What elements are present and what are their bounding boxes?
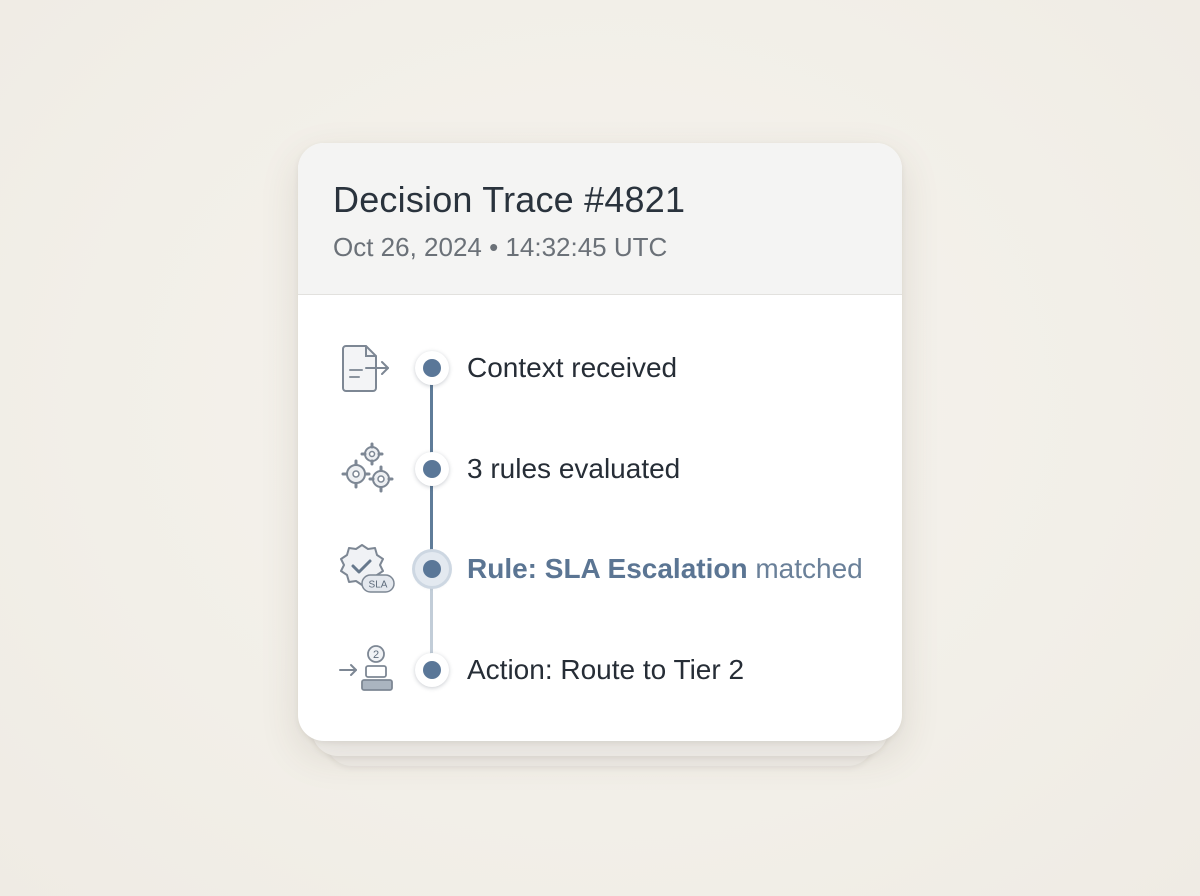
decision-trace-card[interactable]: Decision Trace #4821 Oct 26, 2024 • 14:3… xyxy=(298,143,902,741)
card-header: Decision Trace #4821 Oct 26, 2024 • 14:3… xyxy=(298,143,902,295)
gears-icon xyxy=(341,442,394,493)
route-tier-icon: 2 xyxy=(339,645,393,691)
matched-suffix: matched xyxy=(747,553,863,584)
timeline-step-context-received[interactable]: Context received xyxy=(298,338,902,398)
document-arrow-icon xyxy=(342,345,389,392)
timeline-step-action[interactable]: 2 Action: Route to Tier 2 xyxy=(298,640,902,700)
step-label: Action: Route to Tier 2 xyxy=(467,654,745,685)
timeline: Context received xyxy=(298,143,902,741)
step-label: 3 rules evaluated xyxy=(467,453,681,484)
timeline-node-active xyxy=(415,552,449,586)
timeline-node xyxy=(415,452,449,486)
timeline-node xyxy=(415,653,449,687)
matched-rule-name: Rule: SLA Escalation xyxy=(467,553,748,584)
timeline-step-rules-evaluated[interactable]: 3 rules evaluated xyxy=(298,439,902,499)
step-label: Rule: SLA Escalation matched xyxy=(467,551,863,587)
trace-title: Decision Trace #4821 xyxy=(333,179,686,220)
step-label: Context received xyxy=(467,352,678,383)
timeline-node xyxy=(415,351,449,385)
sla-badge-check-icon: SLA xyxy=(340,544,395,593)
trace-timestamp: Oct 26, 2024 • 14:32:45 UTC xyxy=(333,232,668,262)
timeline-step-rule-matched[interactable]: SLA Rule: SLA Escalation matched xyxy=(298,539,902,599)
timeline-rail-pending xyxy=(430,569,433,669)
sla-badge-text: SLA xyxy=(369,580,388,591)
tier-number: 2 xyxy=(373,649,379,661)
